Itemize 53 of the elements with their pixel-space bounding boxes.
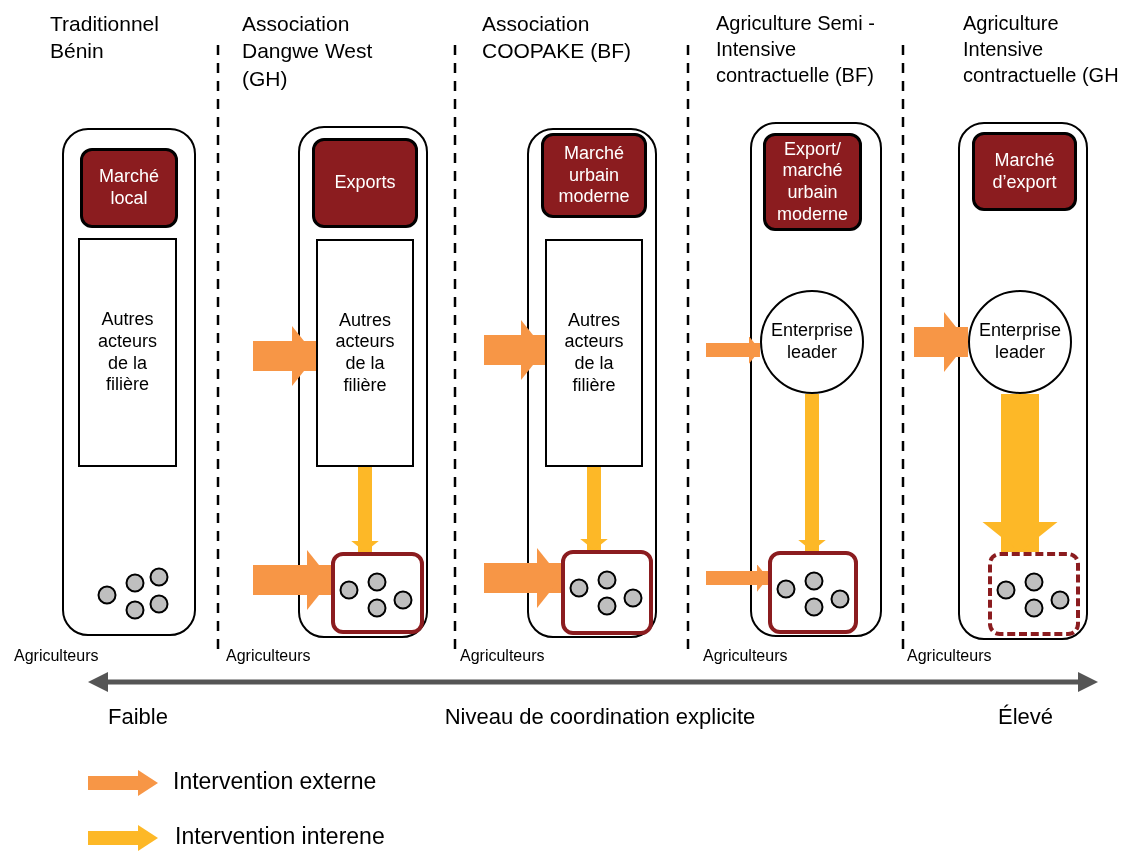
column-heading: Association Dangwe West (GH) xyxy=(242,11,374,92)
column-panel xyxy=(958,122,1088,640)
farmers-label: Agriculteurs xyxy=(460,647,545,665)
intervention-arrow xyxy=(982,394,1058,552)
node-text: Marché d’export xyxy=(991,149,1058,194)
legend-text: Intervention interene xyxy=(175,823,385,850)
farmers-label: Agriculteurs xyxy=(14,647,99,665)
node-text: Enterprise leader xyxy=(769,320,854,364)
node-text: Exports xyxy=(334,172,396,194)
intervention-arrow xyxy=(706,336,760,364)
actors-box xyxy=(316,239,414,467)
farmers-label: Agriculteurs xyxy=(226,647,311,665)
column-panel xyxy=(750,122,882,637)
node-text: Export/ marché urbain moderne xyxy=(775,138,849,226)
intervention-arrow xyxy=(706,564,768,592)
intervention-arrow xyxy=(484,320,545,380)
column-panel xyxy=(62,128,196,636)
scale-label: Élevé xyxy=(998,704,1054,730)
farmers-box xyxy=(331,552,424,634)
farmers-label: Agriculteurs xyxy=(907,647,992,665)
market-box xyxy=(972,132,1077,211)
node-text: Marché urbain moderne xyxy=(557,143,631,208)
scale-label: Niveau de coordination explicite xyxy=(444,704,756,730)
scale-label: Faible xyxy=(108,704,168,730)
node-text: Enterprise leader xyxy=(977,320,1062,364)
column-heading: Agriculture Intensive contractuelle (GH xyxy=(963,11,1120,88)
market-box xyxy=(541,133,647,218)
column-panel xyxy=(298,126,428,638)
market-box xyxy=(763,133,862,231)
legend-text: Intervention externe xyxy=(173,768,377,795)
farmers-box xyxy=(768,551,858,634)
column-heading: Association COOPAKE (BF) xyxy=(482,11,632,65)
node-text: Marché local xyxy=(98,166,160,210)
intervention-arrow xyxy=(798,394,826,551)
intervention-arrow xyxy=(914,312,968,372)
market-box xyxy=(312,138,418,228)
node-text: Autres acteurs de la filière xyxy=(97,309,158,396)
column-heading: Agriculture Semi - Intensive contractuelle (BF) xyxy=(716,11,876,88)
farmers-label: Agriculteurs xyxy=(703,647,788,665)
intervention-arrow xyxy=(351,467,379,552)
market-box xyxy=(80,148,178,228)
actors-box xyxy=(545,239,643,467)
intervention-arrow xyxy=(580,467,608,550)
column-heading: Traditionnel Bénin xyxy=(50,11,160,65)
actors-box xyxy=(78,238,177,467)
intervention-arrow xyxy=(253,326,316,386)
intervention-arrow xyxy=(484,548,561,608)
intervention-arrow xyxy=(253,550,331,610)
farmers-box xyxy=(988,552,1080,636)
farmers-box xyxy=(561,550,653,635)
node-text: Autres acteurs de la filière xyxy=(563,309,625,397)
column-panel xyxy=(527,128,657,638)
node-text: Autres acteurs de la filière xyxy=(334,309,396,397)
